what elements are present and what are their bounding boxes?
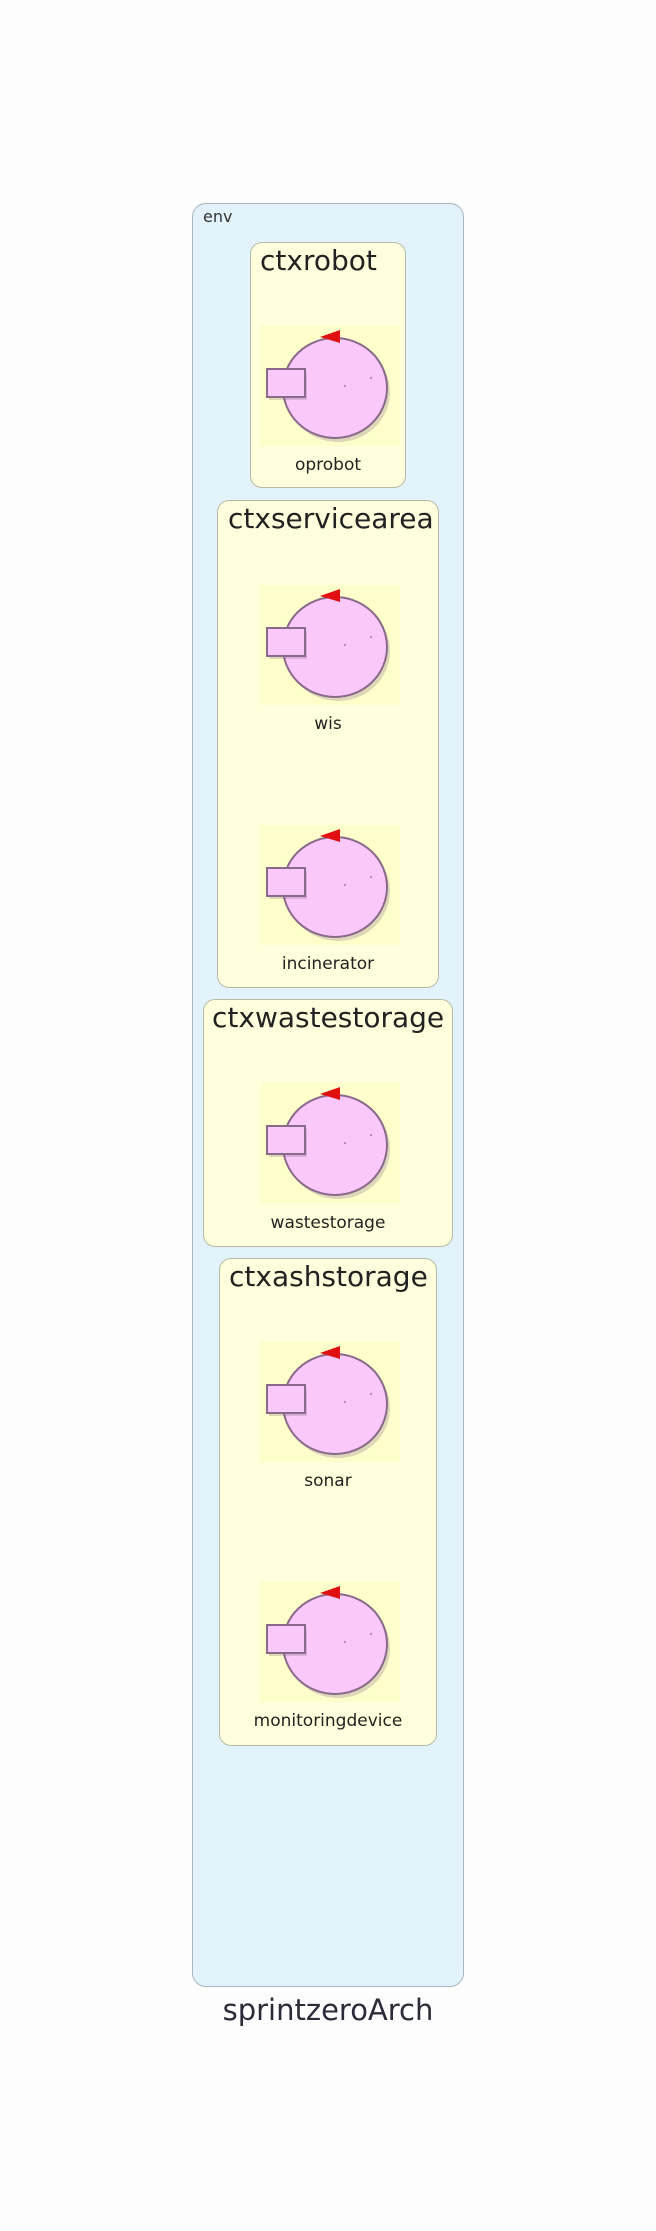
actor-node-icon <box>260 326 400 446</box>
node-label-sonar: sonar <box>304 1471 352 1491</box>
actor-node-icon <box>260 585 400 705</box>
context-title-ctxwastestorage: ctxwastestorage <box>212 1001 445 1034</box>
actor-node-icon <box>260 1582 400 1702</box>
node-label-wastestorage: wastestorage <box>270 1213 386 1233</box>
actor-node-icon <box>260 825 400 945</box>
node-label-wis: wis <box>314 714 342 734</box>
node-label-monitoringdevice: monitoringdevice <box>253 1711 403 1731</box>
context-title-ctxservicearea: ctxservicearea <box>228 502 434 535</box>
context-title-ctxashstorage: ctxashstorage <box>229 1260 428 1293</box>
diagram-title: sprintzeroArch <box>222 1993 434 2027</box>
context-title-ctxrobot: ctxrobot <box>260 244 377 277</box>
env-label: env <box>203 207 233 226</box>
node-label-incinerator: incinerator <box>281 954 375 974</box>
actor-node-icon <box>260 1342 400 1462</box>
context-ctxservicearea <box>217 500 439 988</box>
actor-node-icon <box>260 1083 400 1203</box>
node-label-oprobot: oprobot <box>294 455 362 475</box>
